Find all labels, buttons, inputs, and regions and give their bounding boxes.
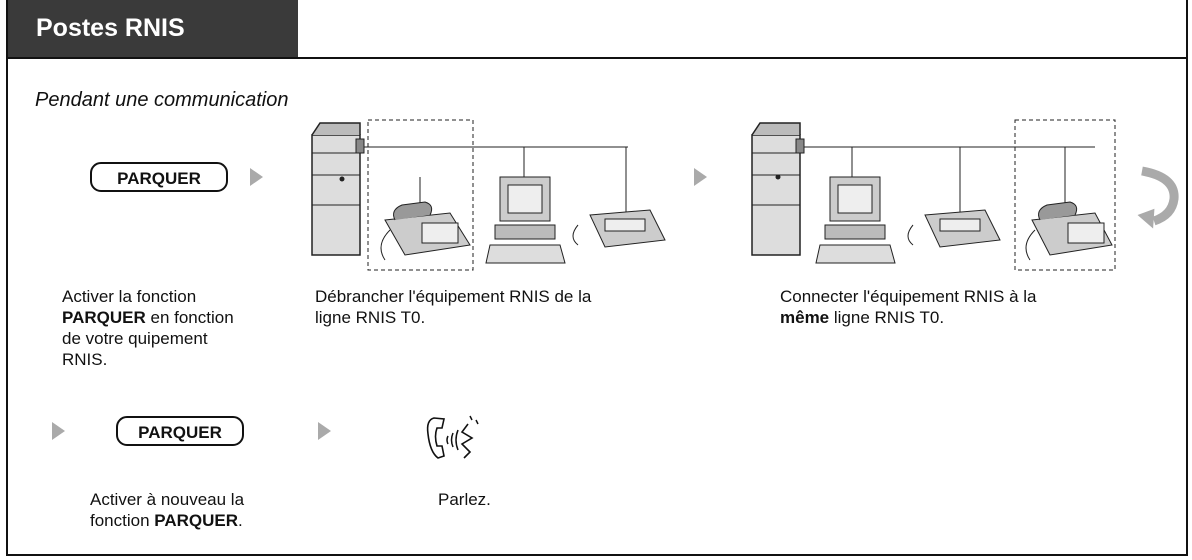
step3-caption: Connecter l'équipement RNIS à la même li… (780, 287, 1037, 327)
parquer-button[interactable]: PARQUER (90, 162, 228, 192)
page-title: Postes RNIS (8, 0, 298, 57)
step2-caption: Débrancher l'équipement RNIS de la ligne… (315, 287, 592, 327)
fax-machine-icon (572, 209, 666, 248)
talk-handset-icon (426, 415, 479, 459)
arrow-right-icon (250, 168, 263, 186)
curved-return-arrow-icon (1137, 166, 1179, 229)
isdn-phone-icon (1025, 201, 1113, 261)
parquer-button-again[interactable]: PARQUER (116, 416, 244, 446)
pbx-unit-icon (751, 122, 805, 256)
arrow-right-icon (694, 168, 707, 186)
page-frame (6, 0, 1188, 556)
step1-caption: Activer la fonction PARQUER en fonction … (62, 287, 234, 369)
pbx-diagram-disconnect (311, 119, 666, 271)
pbx-diagram-reconnect (751, 119, 1116, 271)
arrow-right-icon (52, 422, 65, 440)
isdn-phone-icon (380, 201, 471, 261)
step5-caption: Parlez. (438, 490, 491, 509)
fax-machine-icon (907, 209, 1001, 248)
arrow-right-icon (318, 422, 331, 440)
section-subtitle: Pendant une communication (35, 89, 289, 111)
computer-icon (815, 176, 896, 264)
title-rule (8, 57, 1188, 59)
step4-caption: Activer à nouveau la fonction PARQUER. (90, 490, 245, 530)
pbx-unit-icon (311, 122, 365, 256)
computer-icon (485, 176, 566, 264)
